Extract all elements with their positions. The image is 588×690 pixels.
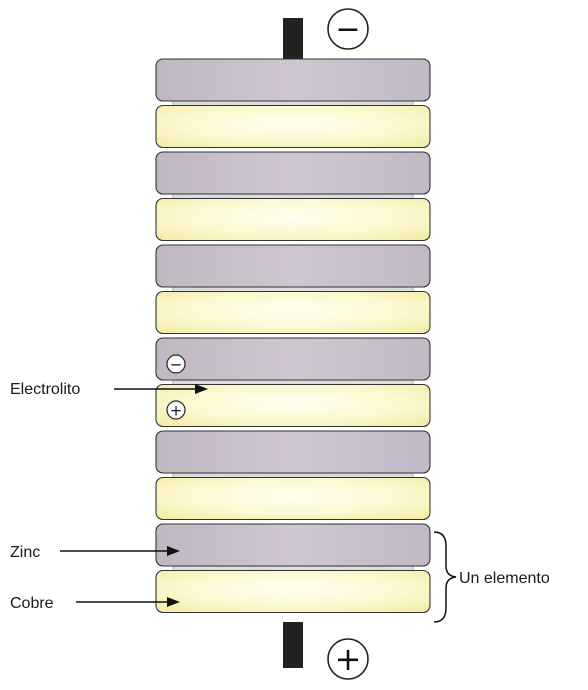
copper-positive-marker: + — [166, 400, 186, 420]
arrow-electrolito — [114, 384, 208, 394]
label-un-elemento: Un elemento — [459, 570, 550, 587]
positive-terminal-rod — [283, 622, 303, 668]
copper-disc — [155, 476, 431, 521]
copper-disc — [155, 197, 431, 242]
label-electrolito: Electrolito — [10, 381, 80, 398]
positive-terminal-symbol: + — [335, 640, 362, 678]
zinc-negative-marker: − — [166, 354, 186, 374]
arrow-cobre — [76, 597, 180, 607]
copper-disc — [155, 104, 431, 149]
arrow-zinc — [60, 546, 180, 556]
copper-disc — [155, 569, 431, 614]
copper-disc — [155, 383, 431, 428]
zinc-disc — [155, 430, 431, 474]
zinc-disc — [155, 58, 431, 102]
copper-disc — [155, 290, 431, 335]
element-brace — [433, 531, 457, 623]
negative-terminal-circle — [327, 8, 369, 50]
label-cobre: Cobre — [10, 595, 54, 612]
copper-positive-symbol: + — [170, 402, 183, 420]
zinc-disc — [155, 244, 431, 288]
zinc-disc — [155, 523, 431, 567]
zinc-negative-symbol: − — [170, 356, 183, 374]
positive-terminal-circle — [327, 638, 369, 680]
zinc-disc — [155, 151, 431, 195]
zinc-disc — [155, 337, 431, 381]
negative-terminal-symbol: − — [335, 12, 360, 47]
negative-terminal-rod — [283, 18, 303, 60]
disc-stack — [155, 58, 431, 614]
label-zinc: Zinc — [10, 544, 40, 561]
